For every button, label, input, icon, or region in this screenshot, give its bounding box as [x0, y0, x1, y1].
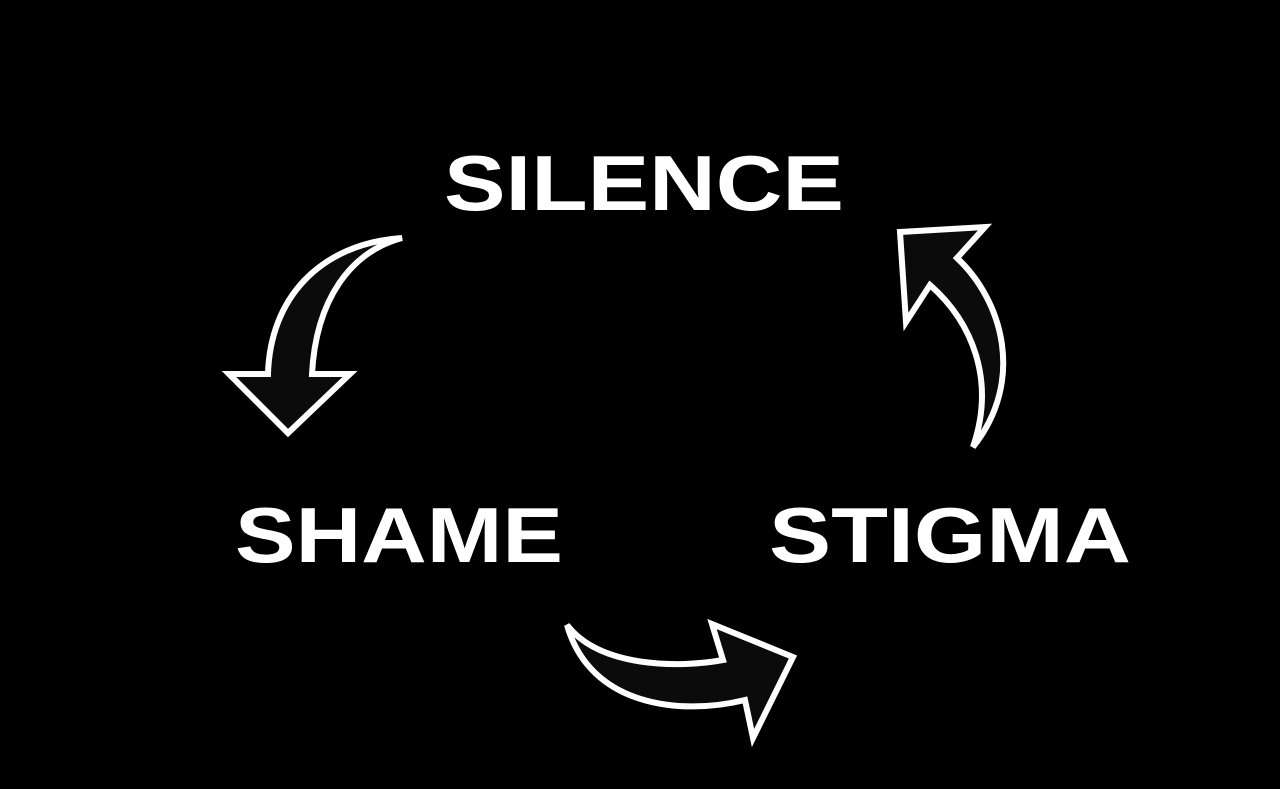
node-shame: SHAME: [235, 491, 563, 579]
curved-arrow-down-left-icon: [221, 235, 403, 438]
node-stigma: STIGMA: [769, 491, 1131, 579]
curved-arrow-right-icon: [564, 618, 798, 748]
curved-arrow-up-left-icon: [896, 223, 1007, 449]
node-silence: SILENCE: [444, 139, 844, 227]
